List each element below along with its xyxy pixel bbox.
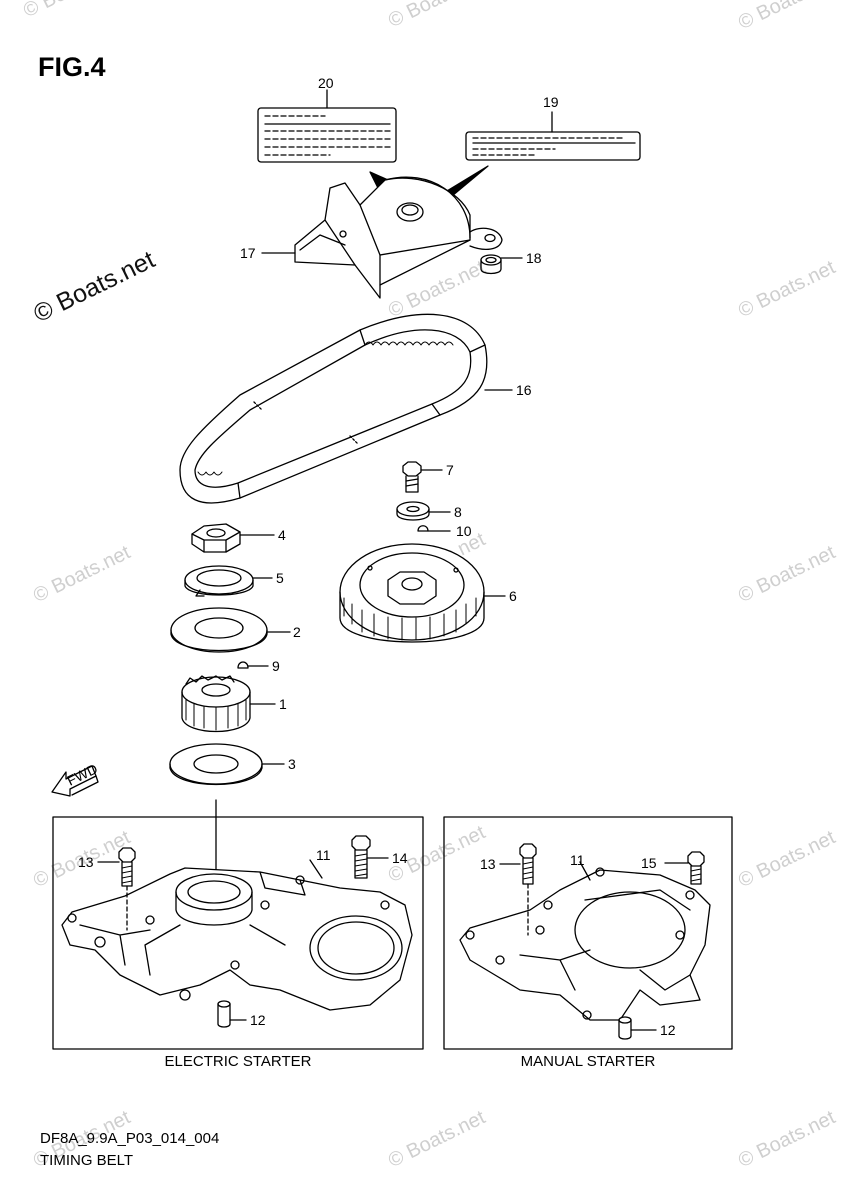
grommet-18 [480, 254, 502, 275]
washer-8 [396, 501, 430, 521]
plate-electric-11 [61, 867, 413, 1011]
timing-belt-16 [179, 313, 488, 504]
bolt-7 [402, 461, 422, 493]
washer-5 [184, 565, 254, 597]
plate-manual-11 [459, 867, 711, 1021]
part-number-12-electric: 12 [250, 1012, 266, 1028]
camshaft-pulley-6 [339, 543, 485, 643]
part-number-9: 9 [272, 658, 280, 674]
part-number-3: 3 [288, 756, 296, 772]
panel-caption-electric: ELECTRIC STARTER [164, 1053, 312, 1070]
part-number-12-manual: 12 [660, 1022, 676, 1038]
bolt-15 [687, 851, 705, 885]
forward-arrow-icon: FWD [51, 760, 100, 797]
part-number-7: 7 [446, 462, 454, 478]
part-number-10: 10 [456, 523, 472, 539]
pulley-guide-2 [170, 607, 268, 653]
figure-label: FIG.4 [38, 52, 106, 82]
part-number-20: 20 [318, 75, 334, 91]
diagram-title: TIMING BELT [40, 1152, 134, 1169]
part-number-6: 6 [509, 588, 517, 604]
part-number-4: 4 [278, 527, 286, 543]
label-decal-19 [465, 111, 641, 161]
panel-electric-starter [52, 816, 424, 1050]
part-number-18: 18 [526, 250, 542, 266]
part-number-13-electric: 13 [78, 854, 94, 870]
part-number-16: 16 [516, 382, 532, 398]
dowel-12-manual [618, 1016, 632, 1040]
part-number-15: 15 [641, 855, 657, 871]
part-number-13-manual: 13 [480, 856, 496, 872]
part-number-11-manual: 11 [570, 852, 585, 868]
key-10 [417, 525, 429, 532]
dowel-12-electric [217, 1000, 231, 1028]
bolt-13-electric [118, 847, 136, 887]
bolt-14 [351, 835, 371, 879]
label-decal-20 [257, 89, 397, 163]
timing-belt-cover [294, 176, 503, 299]
part-number-1: 1 [279, 696, 287, 712]
diagram-code: DF8A_9.9A_P03_014_004 [40, 1130, 220, 1147]
panel-manual-starter [443, 816, 733, 1050]
part-number-17: 17 [240, 245, 256, 261]
bolt-13-manual [519, 843, 537, 885]
nut-4 [191, 523, 241, 553]
part-number-8: 8 [454, 504, 462, 520]
panel-caption-manual: MANUAL STARTER [520, 1053, 656, 1070]
part-number-19: 19 [543, 94, 559, 110]
part-number-14: 14 [392, 850, 408, 866]
part-number-2: 2 [293, 624, 301, 640]
crankshaft-pulley-1 [181, 675, 251, 733]
part-number-11-electric: 11 [316, 847, 331, 863]
key-9 [237, 661, 249, 669]
svg-text:FWD: FWD [64, 760, 100, 788]
guide-plate-3 [169, 743, 263, 786]
part-number-5: 5 [276, 570, 284, 586]
